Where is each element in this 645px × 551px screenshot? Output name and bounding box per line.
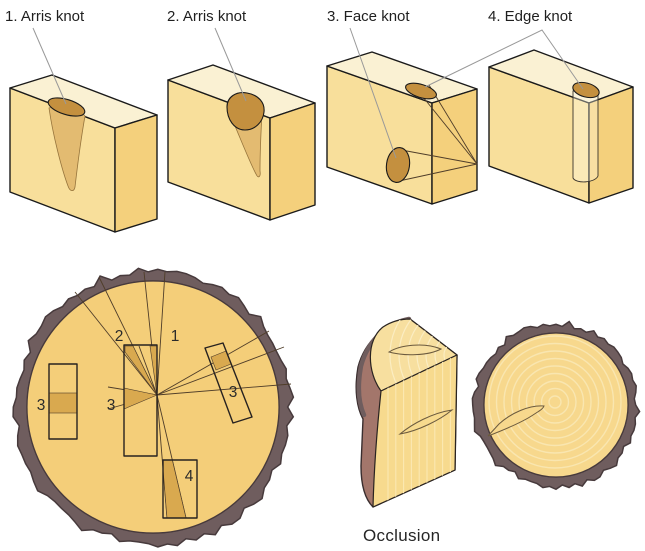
log2-wood [483,332,629,478]
occlusion-piece [355,316,458,508]
block-3-face-knot-oval-icon [385,147,411,183]
block-3-top-knot-oval-icon [405,82,437,100]
board-outlines [48,342,253,519]
marker-1: 1 [171,328,180,345]
block-4-knot-oval-icon [572,81,600,99]
block-1-end-face [114,114,158,233]
board-left [48,363,78,440]
knot-3-band-left [48,392,78,414]
knot-section-fills [48,345,232,519]
marker-3-right: 3 [229,384,238,401]
block-4-end-face [588,86,634,204]
log-end-occluded-knot [471,320,641,491]
board-bottom [162,459,198,519]
marker-2: 2 [115,328,124,345]
block-1-arris-knot [9,74,158,233]
occluded-knot-top-outline [387,344,443,356]
occlusion-front-face [372,354,458,508]
block-4-edge-knot [488,49,634,204]
occluded-knot-front-outline [398,409,454,435]
block-1-knot-oval-icon [47,97,86,117]
log2-growth-rings [488,335,622,469]
occluded-knot-section-outline [487,405,545,437]
board-center [123,344,158,457]
board-tilted [204,342,253,424]
block-2-knot-blob-icon [226,92,265,131]
label-arris-knot-1: 1. Arris knot [5,8,85,25]
leader-line-1 [32,27,67,105]
knot-2-wedge [124,345,158,396]
label-arris-knot-2: 2. Arris knot [167,8,247,25]
leader-line-2 [214,27,247,102]
marker-3-left: 3 [37,397,46,414]
block-2-end-face [269,102,316,221]
block-3-face-knot [326,51,478,205]
log-wood [26,280,280,534]
leader-line-4 [424,29,584,90]
block-2-arris-knot [167,64,316,221]
block-3-knot-axis-lines [395,84,478,182]
leader-line-3 [349,27,397,159]
marker-3-center: 3 [107,397,116,414]
label-edge-knot: 4. Edge knot [488,8,573,25]
block-4-knot-cylinder [572,90,599,183]
marker-4: 4 [185,468,194,485]
log-cross-section: 2 1 3 3 3 4 [12,267,295,548]
block-3-end-face [431,88,478,205]
label-face-knot: 3. Face knot [327,8,410,25]
occlusion-label: Occlusion [363,526,440,545]
leader-lines [32,27,584,159]
